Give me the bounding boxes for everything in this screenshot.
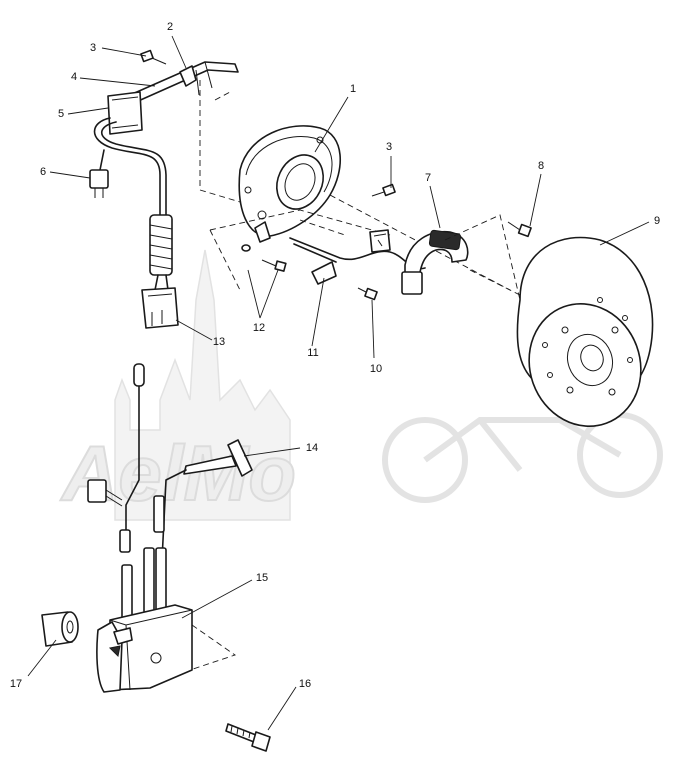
screw-8 [507, 221, 532, 238]
callout-4: 4 [71, 71, 77, 83]
callout-9: 9 [654, 215, 660, 227]
connector-6 [89, 149, 109, 198]
callout-10: 10 [370, 363, 382, 375]
callout-14: 14 [306, 442, 318, 454]
callout-6: 6 [40, 166, 46, 178]
callout-2: 2 [167, 21, 173, 33]
callout-13: 13 [213, 336, 225, 348]
watermark-text: AelMo [60, 429, 296, 517]
callout-1: 1 [350, 83, 356, 95]
lead-wire [87, 363, 145, 553]
wiring-harness [89, 49, 239, 329]
ignition-coil-15 [96, 547, 236, 693]
callout-labels: 1 2 3 3 4 5 6 7 8 9 10 11 12 13 14 15 16… [10, 21, 660, 690]
callout-3-top: 3 [90, 42, 96, 54]
callout-8: 8 [538, 160, 544, 172]
callout-11: 11 [307, 347, 318, 359]
ferrule-17 [41, 611, 79, 647]
callout-5: 5 [58, 108, 64, 120]
callout-16: 16 [299, 678, 311, 690]
screw-3-top [140, 49, 167, 65]
screw-10 [357, 287, 378, 301]
screw-3-mid [371, 183, 396, 197]
watermark: AelMo [59, 249, 663, 521]
stator-plate-1 [238, 125, 341, 243]
harness-plug-13 [141, 274, 179, 329]
bolt-16 [225, 723, 271, 752]
callout-12: 12 [253, 322, 265, 334]
flywheel-9 [516, 236, 654, 428]
spark-plug-cap-14 [153, 439, 253, 561]
callout-17: 17 [10, 678, 22, 690]
callout-3-mid: 3 [386, 141, 392, 153]
callout-15: 15 [256, 572, 268, 584]
leader-lines [27, 35, 650, 731]
screws-12 [241, 244, 287, 272]
callout-7: 7 [425, 172, 431, 184]
harness-coil [149, 214, 173, 276]
